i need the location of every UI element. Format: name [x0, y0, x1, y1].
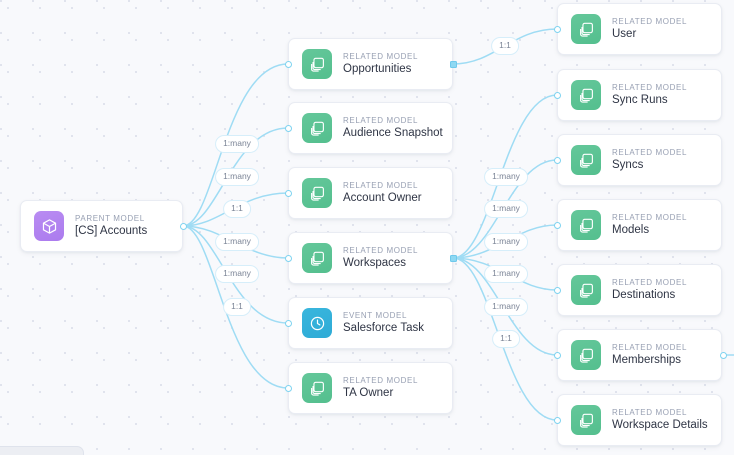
stacked-cubes-icon: [571, 14, 601, 44]
port-memberships-in[interactable]: [553, 351, 561, 359]
cube-icon: [34, 211, 64, 241]
node-workspaces[interactable]: RELATED MODEL Workspaces: [288, 232, 453, 284]
port-account-owner-in[interactable]: [284, 189, 292, 197]
edge-badge-memberships[interactable]: 1:many: [484, 298, 528, 316]
edge-badge-syncs[interactable]: 1:many: [484, 200, 528, 218]
stacked-cubes-icon: [571, 210, 601, 240]
edge-badge-models[interactable]: 1:many: [484, 233, 528, 251]
node-title-label: [CS] Accounts: [75, 225, 148, 237]
node-title-label: Models: [612, 224, 650, 236]
node-kind-label: RELATED MODEL: [612, 278, 688, 287]
stacked-cubes-icon: [571, 80, 601, 110]
port-syncs-in[interactable]: [553, 156, 561, 164]
edge-badge-opportunities[interactable]: 1:many: [215, 135, 259, 153]
stacked-cubes-icon: [302, 373, 332, 403]
node-title-label: Sync Runs: [612, 94, 668, 106]
node-salesforce-task[interactable]: EVENT MODEL Salesforce Task: [288, 297, 453, 349]
node-kind-label: RELATED MODEL: [612, 83, 688, 92]
stacked-cubes-icon: [571, 145, 601, 175]
port-sync-runs-in[interactable]: [553, 91, 561, 99]
port-opportunities-out[interactable]: [449, 60, 457, 68]
node-title-label: Workspace Details: [612, 419, 708, 431]
node-models[interactable]: RELATED MODEL Models: [557, 199, 722, 251]
stacked-cubes-icon: [302, 49, 332, 79]
port-parent-out[interactable]: [179, 222, 187, 230]
node-user[interactable]: RELATED MODEL User: [557, 3, 722, 55]
node-title-label: Salesforce Task: [343, 322, 424, 334]
stacked-cubes-icon: [571, 405, 601, 435]
node-kind-label: RELATED MODEL: [612, 17, 688, 26]
edge-badge-destinations[interactable]: 1:many: [484, 265, 528, 283]
node-kind-label: RELATED MODEL: [343, 116, 419, 125]
port-ta-owner-in[interactable]: [284, 384, 292, 392]
stacked-cubes-icon: [302, 113, 332, 143]
port-user-in[interactable]: [553, 25, 561, 33]
node-kind-label: RELATED MODEL: [612, 343, 688, 352]
edge-badge-user[interactable]: 1:1: [491, 37, 519, 55]
node-opportunities[interactable]: RELATED MODEL Opportunities: [288, 38, 453, 90]
stacked-cubes-icon: [302, 178, 332, 208]
edge-badge-sync-runs[interactable]: 1:many: [484, 168, 528, 186]
node-title-label: Opportunities: [343, 63, 412, 75]
stacked-cubes-icon: [571, 275, 601, 305]
node-account-owner[interactable]: RELATED MODEL Account Owner: [288, 167, 453, 219]
node-kind-label: PARENT MODEL: [75, 214, 145, 223]
node-sync-runs[interactable]: RELATED MODEL Sync Runs: [557, 69, 722, 121]
clock-icon: [302, 308, 332, 338]
node-memberships[interactable]: RELATED MODEL Memberships: [557, 329, 722, 381]
node-title-label: User: [612, 28, 637, 40]
stacked-cubes-icon: [302, 243, 332, 273]
stacked-cubes-icon: [571, 340, 601, 370]
edge-badge-ta-owner[interactable]: 1:1: [223, 298, 251, 316]
edge-badge-workspace-details[interactable]: 1:1: [492, 330, 520, 348]
port-audience-snapshot-in[interactable]: [284, 124, 292, 132]
node-audience-snapshot[interactable]: RELATED MODEL Audience Snapshot: [288, 102, 453, 154]
port-destinations-in[interactable]: [553, 286, 561, 294]
port-models-in[interactable]: [553, 221, 561, 229]
edge-badge-audience-snapshot[interactable]: 1:many: [215, 168, 259, 186]
node-kind-label: RELATED MODEL: [612, 148, 688, 157]
node-title-label: Syncs: [612, 159, 644, 171]
port-workspaces-in[interactable]: [284, 254, 292, 262]
node-title-label: Audience Snapshot: [343, 127, 443, 139]
node-title-label: Account Owner: [343, 192, 422, 204]
node-kind-label: RELATED MODEL: [612, 213, 688, 222]
port-salesforce-task-in[interactable]: [284, 319, 292, 327]
node-kind-label: RELATED MODEL: [343, 376, 419, 385]
node-kind-label: RELATED MODEL: [343, 246, 419, 255]
node-kind-label: RELATED MODEL: [343, 52, 419, 61]
port-memberships-out[interactable]: [719, 351, 727, 359]
node-title-label: TA Owner: [343, 387, 394, 399]
node-destinations[interactable]: RELATED MODEL Destinations: [557, 264, 722, 316]
port-workspaces-out[interactable]: [449, 254, 457, 262]
port-opportunities-in[interactable]: [284, 60, 292, 68]
edge-badge-workspaces[interactable]: 1:many: [215, 233, 259, 251]
node-kind-label: RELATED MODEL: [612, 408, 688, 417]
node-ta-owner[interactable]: RELATED MODEL TA Owner: [288, 362, 453, 414]
canvas-bottom-toolbar[interactable]: [0, 446, 84, 455]
edge-badge-account-owner[interactable]: 1:1: [223, 200, 251, 218]
node-kind-label: RELATED MODEL: [343, 181, 419, 190]
node-parent-model[interactable]: PARENT MODEL [CS] Accounts: [20, 200, 183, 252]
node-syncs[interactable]: RELATED MODEL Syncs: [557, 134, 722, 186]
node-kind-label: EVENT MODEL: [343, 311, 408, 320]
node-title-label: Workspaces: [343, 257, 407, 269]
node-workspace-details[interactable]: RELATED MODEL Workspace Details: [557, 394, 722, 446]
node-title-label: Memberships: [612, 354, 682, 366]
port-workspace-details-in[interactable]: [553, 416, 561, 424]
edge-badge-salesforce-task[interactable]: 1:many: [215, 265, 259, 283]
node-title-label: Destinations: [612, 289, 676, 301]
